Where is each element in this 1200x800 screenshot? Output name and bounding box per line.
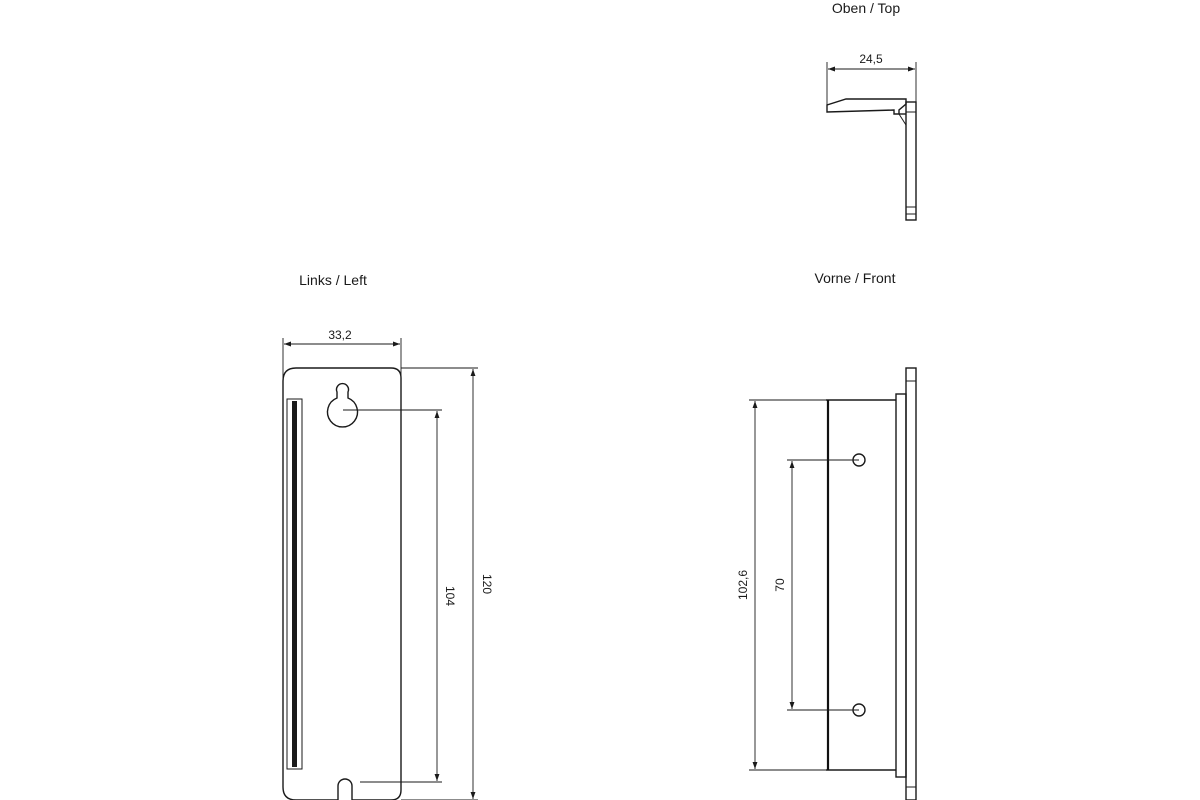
top-view: Oben / Top 24,5: [826, 0, 917, 221]
left-plate-outline: [282, 367, 402, 800]
left-hole-spacing-dimension: 104: [343, 409, 457, 783]
left-hole-spacing-value: 104: [443, 586, 457, 606]
front-height-dimension: 102,6: [736, 399, 826, 771]
keyhole-slot: [326, 382, 359, 428]
left-rail: [286, 398, 303, 770]
front-hole-spacing-dimension: 70: [773, 459, 859, 711]
left-height-value: 120: [480, 574, 494, 594]
front-view: Vorne / Front 102,6 70: [736, 270, 917, 800]
front-hole-spacing-value: 70: [773, 578, 787, 592]
top-profile: [826, 98, 917, 221]
top-width-value: 24,5: [859, 52, 883, 66]
left-width-value: 33,2: [328, 328, 352, 342]
front-body: [826, 367, 917, 800]
left-height-dimension: 120: [401, 367, 494, 800]
left-view: Links / Left 33,2 104: [282, 272, 494, 800]
left-view-label: Links / Left: [299, 272, 367, 288]
left-width-dimension: 33,2: [282, 328, 402, 378]
top-width-dimension: 24,5: [826, 52, 917, 112]
top-view-label: Oben / Top: [832, 0, 900, 16]
front-view-label: Vorne / Front: [815, 270, 896, 286]
front-height-value: 102,6: [736, 570, 750, 600]
